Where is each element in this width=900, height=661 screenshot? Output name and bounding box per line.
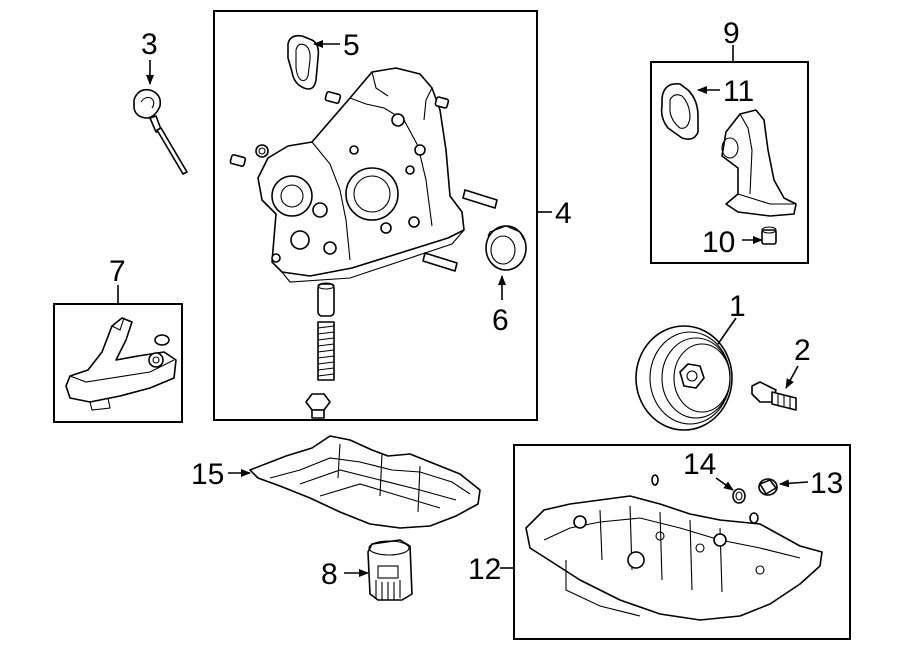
filter-plug-part bbox=[761, 226, 777, 245]
callout-11: 11 bbox=[723, 75, 754, 108]
pulley-bolt-part bbox=[751, 381, 797, 411]
drain-washer-part bbox=[732, 488, 746, 504]
crankshaft-seal-part bbox=[485, 225, 527, 271]
callout-6: 6 bbox=[492, 304, 509, 337]
callout-13: 13 bbox=[810, 467, 843, 500]
callout-2: 2 bbox=[794, 334, 811, 367]
oil-pan-group-box bbox=[513, 444, 851, 640]
callout-7: 7 bbox=[109, 255, 126, 288]
callout-5: 5 bbox=[343, 29, 360, 62]
filter-housing-group-box bbox=[650, 61, 809, 264]
callout-3: 3 bbox=[141, 28, 158, 61]
callout-1: 1 bbox=[729, 290, 746, 323]
callout-9: 9 bbox=[723, 17, 740, 50]
oil-filter-part bbox=[367, 539, 413, 601]
callout-15: 15 bbox=[191, 458, 224, 491]
oil-strainer-part bbox=[65, 317, 177, 411]
callout-8: 8 bbox=[321, 558, 338, 591]
baffle-plate-part bbox=[249, 435, 481, 529]
oil-pan-part bbox=[525, 474, 823, 621]
callout-14: 14 bbox=[683, 448, 716, 481]
filter-gasket-part bbox=[660, 82, 699, 140]
pump-gasket-part bbox=[287, 34, 320, 90]
dipstick-part bbox=[133, 88, 188, 175]
drain-plug-part bbox=[758, 478, 778, 496]
relief-valve-parts bbox=[305, 282, 335, 419]
filter-housing-part bbox=[721, 109, 797, 217]
leader-lines bbox=[117, 40, 809, 577]
callout-12: 12 bbox=[468, 553, 501, 586]
callout-10: 10 bbox=[702, 226, 735, 259]
crankshaft-pulley-part bbox=[635, 325, 733, 431]
oil-pump-group-box bbox=[213, 10, 538, 421]
oil-pump-assembly-part bbox=[229, 67, 498, 283]
callout-4: 4 bbox=[555, 197, 572, 230]
